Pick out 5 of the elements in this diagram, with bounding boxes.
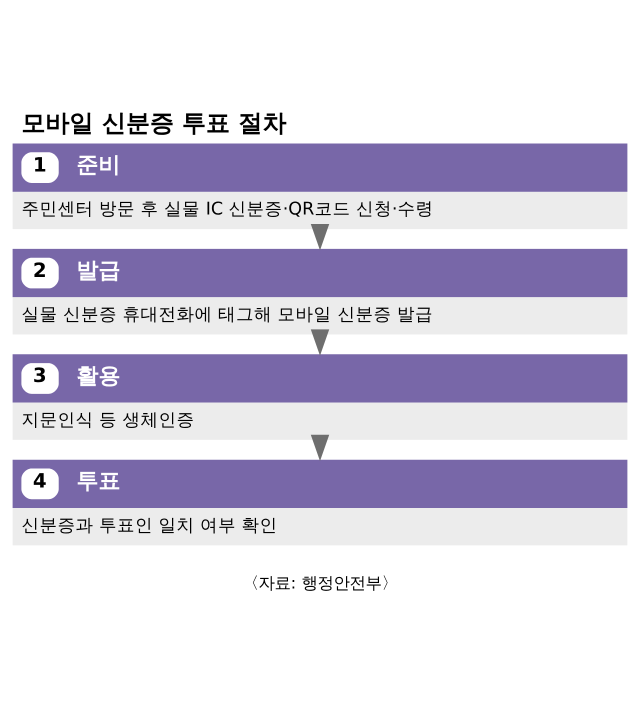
arrow — [310, 328, 330, 356]
arrow — [310, 223, 330, 250]
diagram-title: 모바일 신분증 투표 절차 — [21, 108, 287, 137]
arrow — [310, 434, 330, 461]
caption: 〈자료: 행정안전부〉 — [242, 573, 398, 592]
